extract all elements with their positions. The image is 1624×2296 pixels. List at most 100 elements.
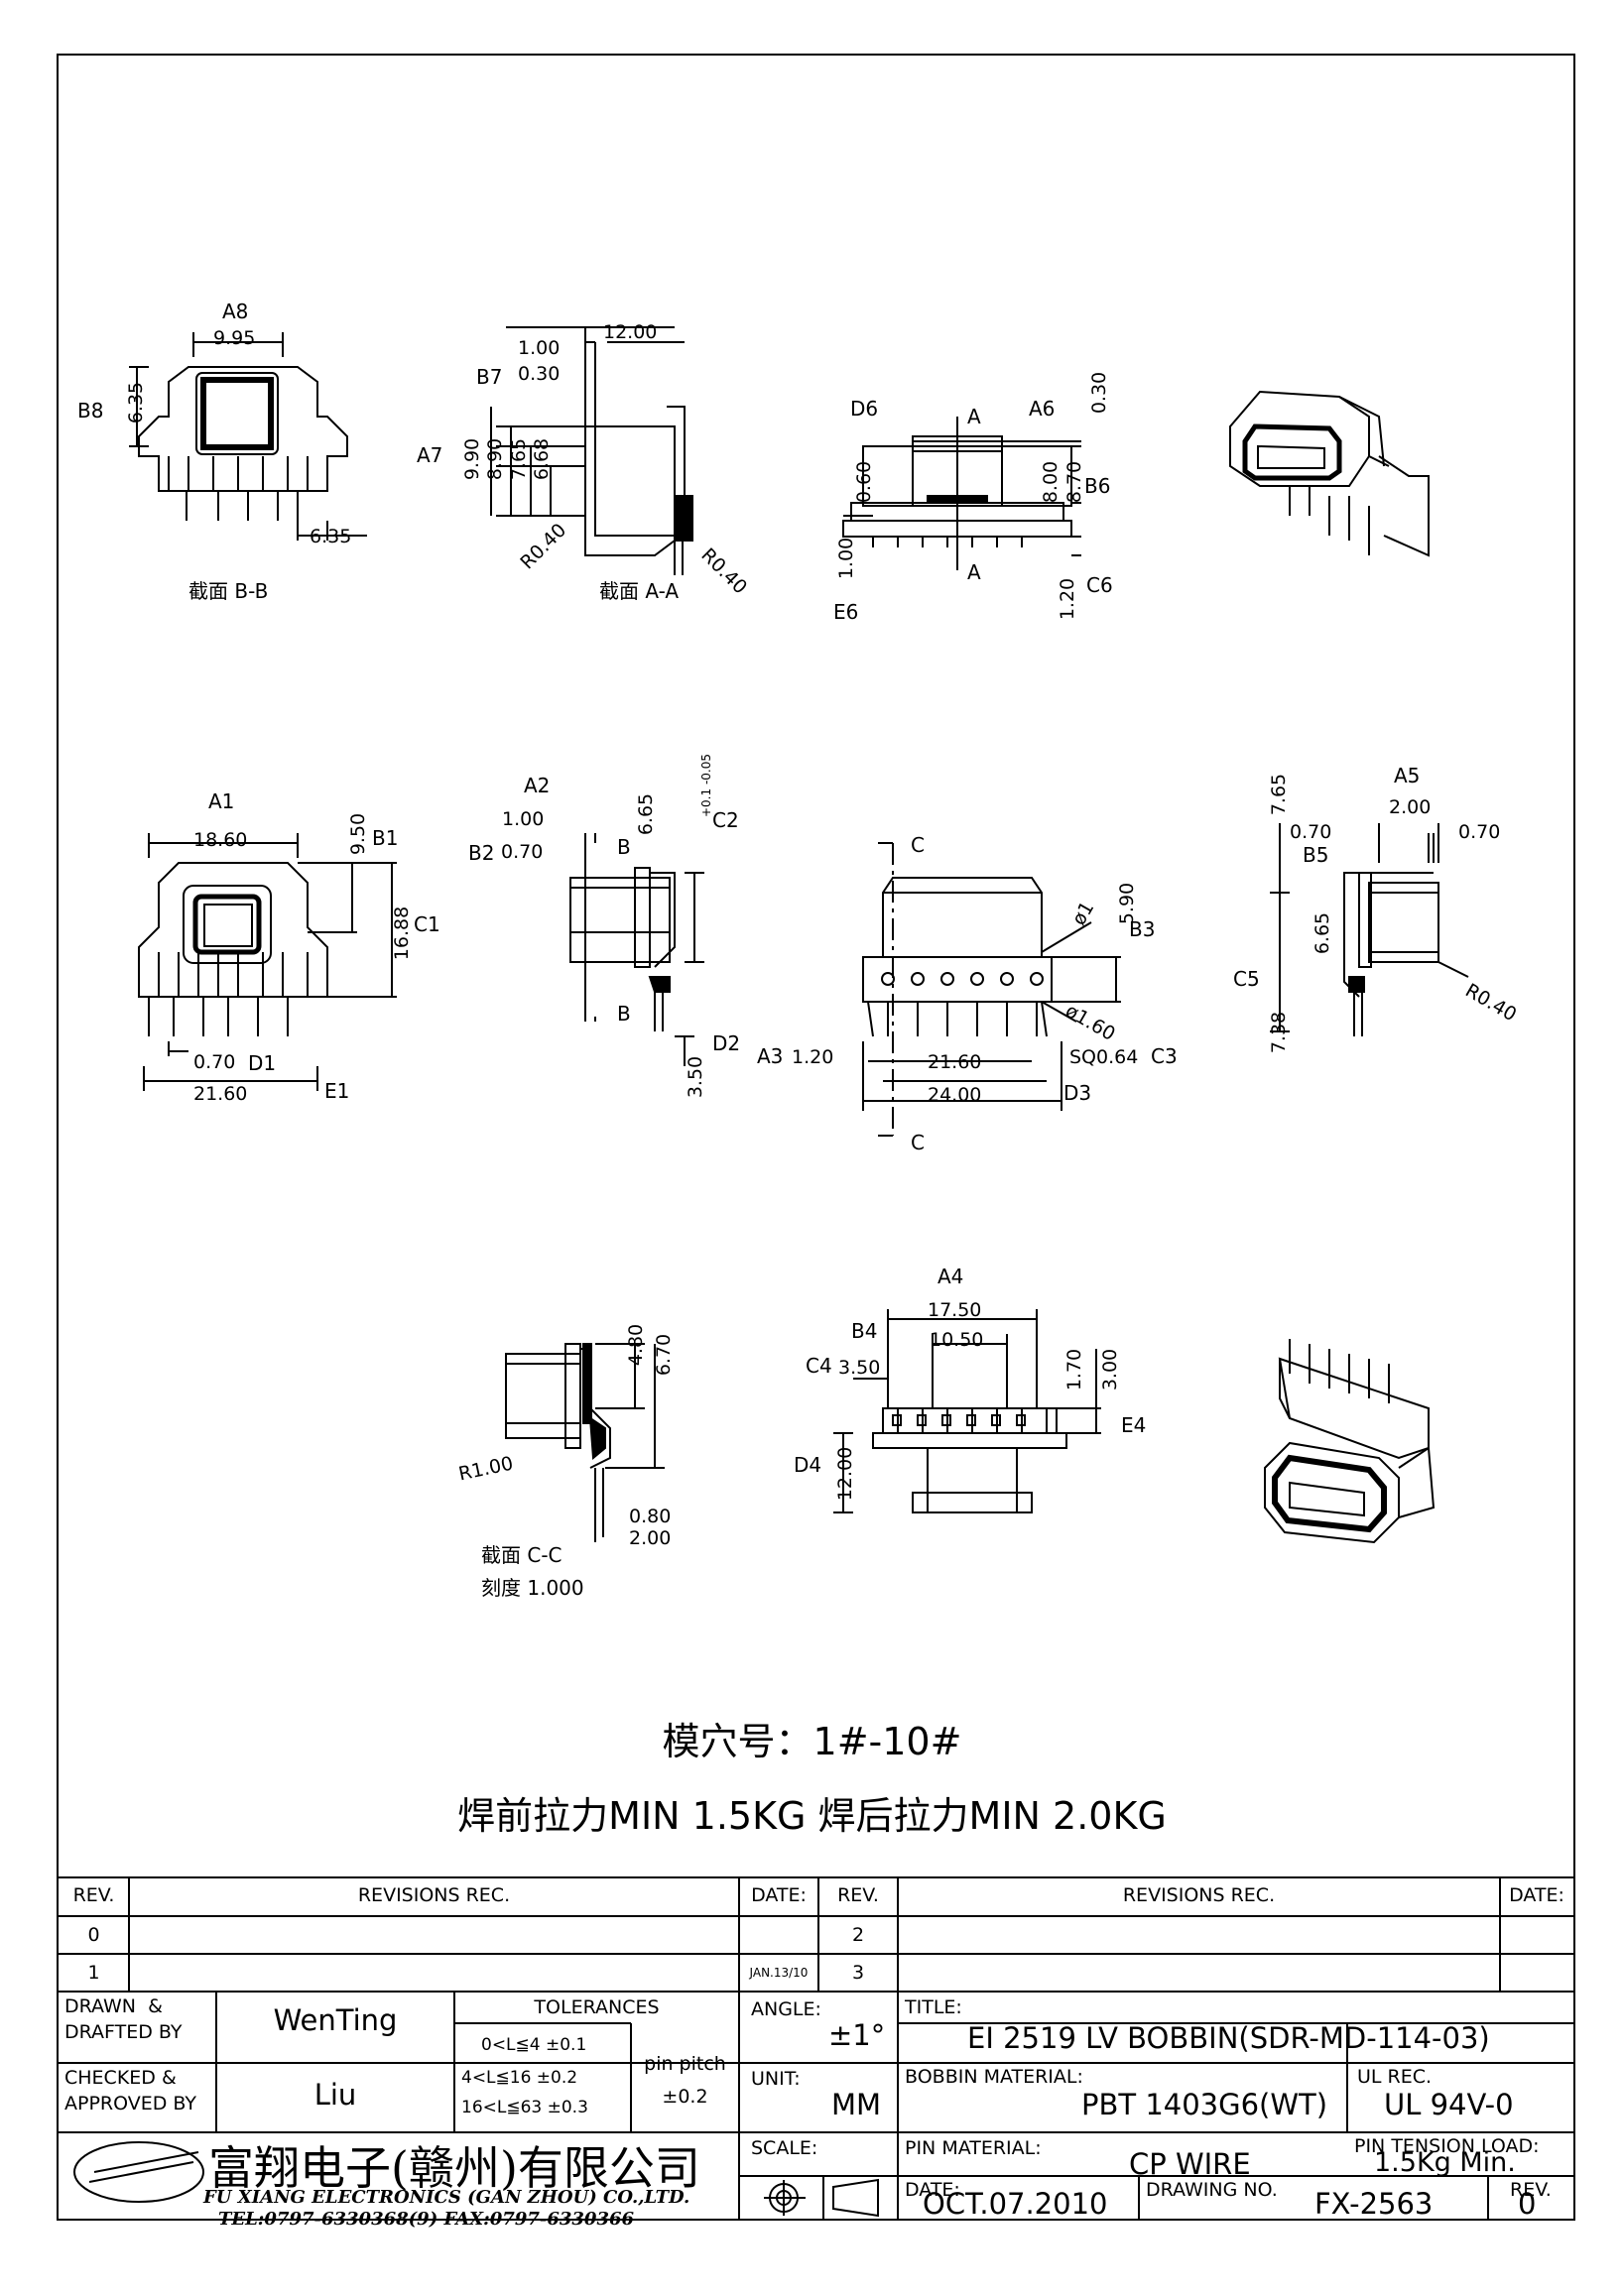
pin-pitch-label: pin pitch — [644, 2053, 726, 2075]
pin-pitch-value: ±0.2 — [662, 2086, 708, 2108]
label-d4: D4 — [794, 1453, 822, 1477]
tolerance-1: 0<L≦4 ±0.1 — [481, 2035, 587, 2055]
label-a6: A6 — [1029, 397, 1056, 421]
label-a1: A1 — [208, 789, 235, 813]
dim-sq064: SQ0.64 — [1069, 1046, 1139, 1068]
title-block-grid — [59, 1876, 1573, 2219]
drawing-no-label: DRAWING NO. — [1146, 2179, 1278, 2201]
label-e1: E1 — [324, 1079, 350, 1103]
label-b8: B8 — [77, 399, 104, 423]
mark-a-top: A — [967, 405, 981, 428]
checked-by: Liu — [313, 2078, 357, 2112]
section-cc: 截面 C-C — [481, 1543, 562, 1567]
cavity-note: 模穴号：1#-10# — [662, 1720, 962, 1763]
label-a7: A7 — [417, 443, 443, 467]
rev-header-right: REV. — [837, 1884, 879, 1906]
dim-738: 7.38 — [1268, 1011, 1291, 1054]
label-a8: A8 — [222, 300, 249, 323]
drawing-no-value: FX-2563 — [1314, 2187, 1434, 2221]
label-a3: A3 — [757, 1044, 784, 1068]
angle-label: ANGLE: — [751, 1998, 821, 2020]
unit-label: UNIT: — [751, 2068, 801, 2090]
label-d6: D6 — [850, 397, 879, 421]
rev-header-left: REV. — [72, 1884, 115, 1906]
dim-2160e1: 21.60 — [193, 1083, 248, 1105]
date-header-left: DATE: — [751, 1884, 807, 1906]
dim-950: 9.50 — [347, 812, 370, 856]
company-contact: TEL:0797-6330368(9) FAX:0797-6330366 — [218, 2209, 635, 2230]
dim-120: 1.20 — [1057, 577, 1079, 621]
pin-material-value: CP WIRE — [1129, 2147, 1251, 2181]
rev-row-0: 0 — [87, 1924, 100, 1946]
dim-670: 6.70 — [653, 1333, 676, 1377]
company-name-en: FU XIANG ELECTRONICS (GAN ZHOU) CO.,LTD. — [203, 2187, 690, 2208]
dim-1688: 16.88 — [391, 906, 414, 961]
dim-1050: 10.50 — [930, 1329, 984, 1351]
date-label: DATE: — [905, 2179, 960, 2201]
label-b7: B7 — [476, 365, 503, 389]
date-value: OCT.07.2010 — [923, 2187, 1108, 2221]
pin-material-label: PIN MATERIAL: — [905, 2137, 1042, 2159]
mark-a-bot: A — [967, 560, 981, 584]
label-c6: C6 — [1086, 573, 1113, 597]
bobbin-material-label: BOBBIN MATERIAL: — [905, 2066, 1083, 2088]
dim-765: 7.65 — [508, 437, 531, 481]
drawn-by: WenTing — [273, 2003, 398, 2037]
dim-100e: 1.00 — [835, 537, 858, 580]
label-c3: C3 — [1151, 1044, 1178, 1068]
dim-665: 6.65 — [635, 792, 658, 836]
dim-995: 9.95 — [213, 327, 256, 349]
label-b4: B4 — [851, 1319, 878, 1343]
dim-070d1: 0.70 — [193, 1051, 236, 1073]
dim-300: 3.00 — [1099, 1348, 1122, 1391]
label-b2: B2 — [468, 841, 495, 865]
dim-170: 1.70 — [1063, 1348, 1086, 1391]
dim-990: 9.90 — [461, 437, 484, 481]
dim-480: 4.80 — [625, 1323, 648, 1367]
dim-668: 6.68 — [531, 437, 554, 481]
label-c2: C2 — [712, 808, 739, 832]
view-front-middle — [138, 833, 397, 1091]
dim-635: 6.35 — [125, 381, 148, 424]
title-label: TITLE: — [905, 1996, 962, 2018]
dim-080: 0.80 — [629, 1506, 672, 1527]
view-side-right — [1270, 823, 1469, 1036]
view-bottom-center — [833, 1309, 1101, 1513]
angle-value: ±1° — [828, 2018, 886, 2052]
view-side-middle — [569, 833, 704, 1066]
revisions-header-left: REVISIONS REC. — [357, 1884, 511, 1906]
ul-rec-label: UL REC. — [1357, 2066, 1433, 2088]
label-e4: E4 — [1121, 1413, 1147, 1437]
bobbin-material-value: PBT 1403G6(WT) — [1081, 2088, 1328, 2121]
dim-120a3: 1.20 — [792, 1046, 834, 1068]
company-logo — [73, 2141, 204, 2203]
revisions-header-right: REVISIONS REC. — [1122, 1884, 1276, 1906]
rev2-row-1: 3 — [851, 1962, 865, 1984]
pin-tension-label: PIN TENSION LOAD: — [1354, 2135, 1540, 2157]
dim-1860: 18.60 — [193, 829, 248, 851]
ul-rec-value: UL 94V-0 — [1384, 2088, 1514, 2121]
mark-c-bot: C — [911, 1131, 925, 1154]
dim-030b: 0.30 — [1088, 371, 1111, 415]
dim-030: 0.30 — [518, 363, 561, 385]
dim-2400: 24.00 — [928, 1084, 982, 1106]
mark-b-bot: B — [617, 1002, 631, 1026]
rev-label: REV. — [1510, 2179, 1552, 2201]
rev2-row-0: 2 — [851, 1924, 865, 1946]
dim-070l: 0.70 — [1290, 821, 1332, 843]
dim-350: 3.50 — [685, 1055, 707, 1099]
tolerance-3: 16<L≦63 ±0.3 — [461, 2098, 588, 2117]
label-a4: A4 — [937, 1265, 964, 1288]
view-front-center — [862, 842, 1121, 1137]
dim-200cc: 2.00 — [629, 1527, 672, 1549]
projection-symbol — [764, 2178, 879, 2218]
rev-value: 0 — [1518, 2187, 1537, 2221]
section-bb: 截面 B-B — [188, 579, 269, 603]
dim-1200b: 12.00 — [834, 1446, 857, 1502]
label-c5: C5 — [1233, 967, 1260, 991]
tol-665: +0.1 -0.05 — [699, 753, 714, 818]
rev-row-1: 1 — [87, 1962, 100, 1984]
scale-note: 刻度 1.000 — [481, 1576, 584, 1600]
mark-b-top: B — [617, 835, 631, 859]
